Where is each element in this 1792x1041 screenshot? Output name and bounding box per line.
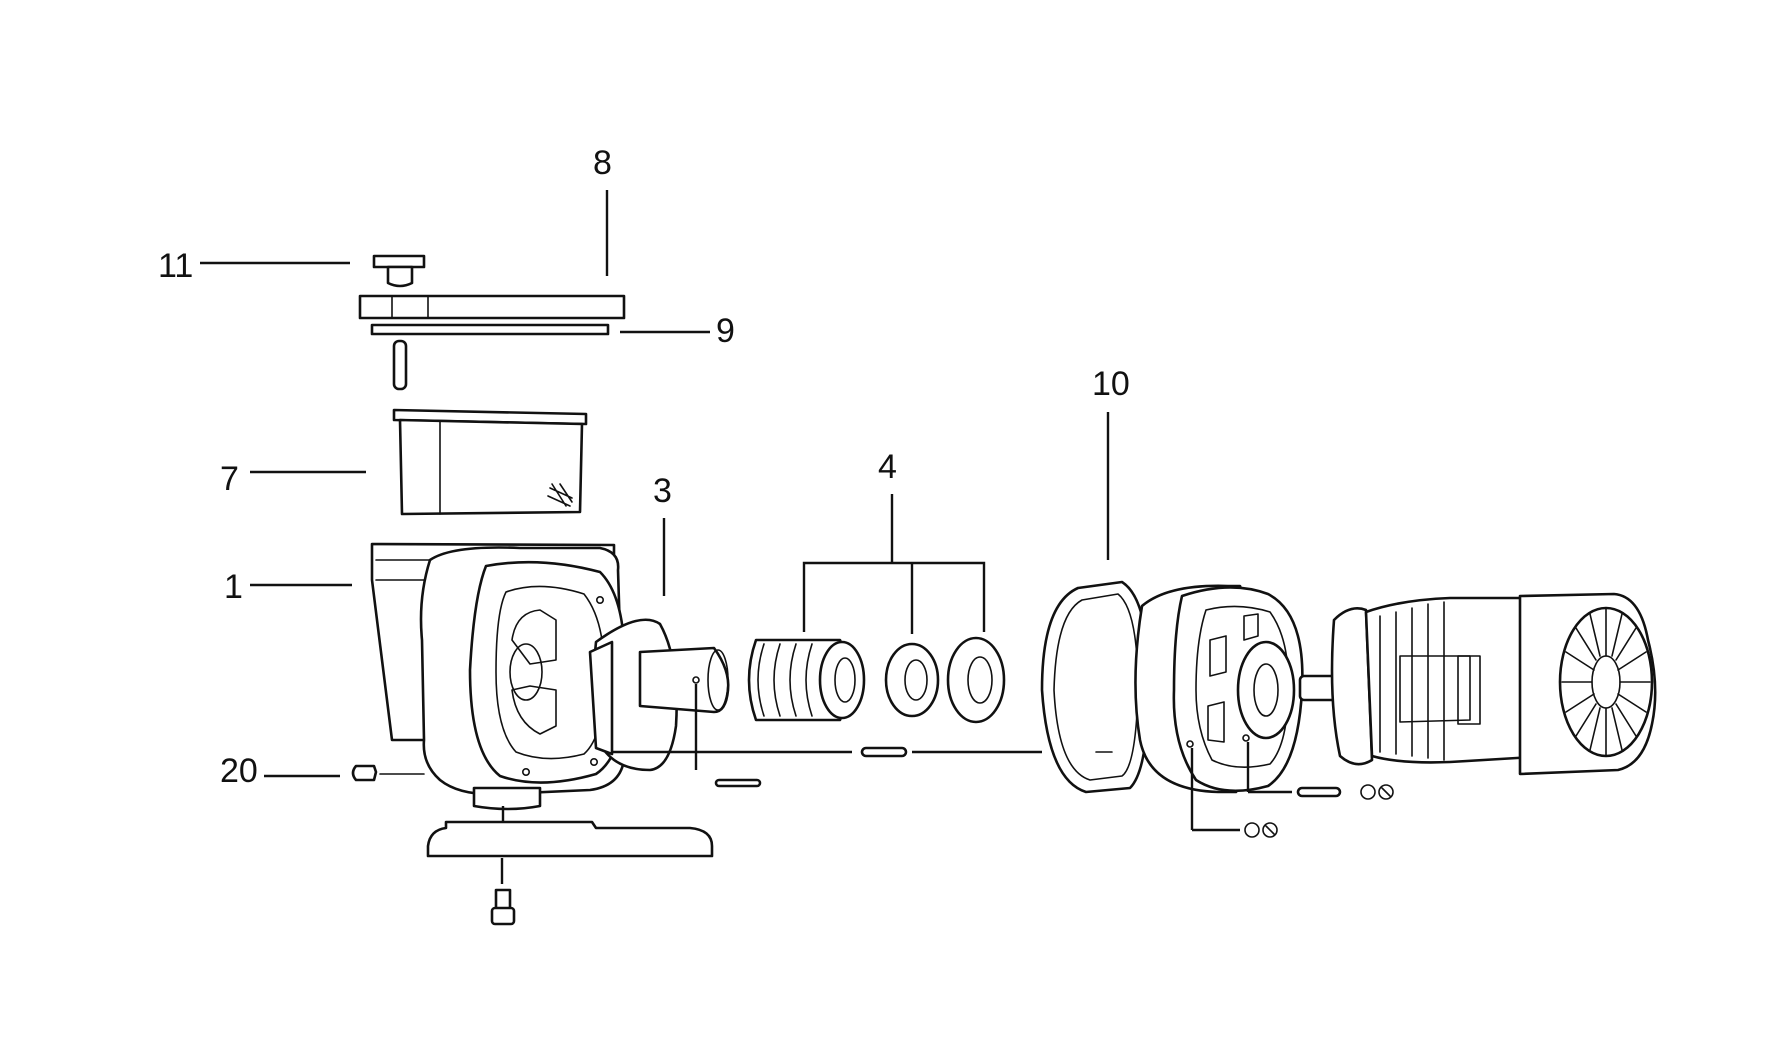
callout-8: 8 bbox=[593, 144, 612, 182]
part-4-seal-spring bbox=[747, 638, 866, 722]
part-7-strainer-basket bbox=[392, 408, 588, 516]
callout-10: 10 bbox=[1092, 365, 1130, 403]
part-3-impeller bbox=[588, 618, 762, 788]
callout-20: 20 bbox=[220, 752, 258, 790]
callout-3: 3 bbox=[653, 472, 672, 510]
part-10-flange-gasket bbox=[1040, 580, 1150, 794]
base-bolt bbox=[490, 888, 516, 926]
callout-11: 11 bbox=[158, 247, 193, 285]
part-8-lid bbox=[358, 294, 626, 320]
shaft-key bbox=[860, 746, 908, 758]
callout-1: 1 bbox=[224, 568, 243, 606]
electric-motor bbox=[1298, 592, 1657, 776]
base-plate bbox=[426, 820, 714, 884]
leader-lines bbox=[200, 190, 1110, 778]
callout-9: 9 bbox=[716, 312, 735, 350]
nut-washer-set-upper bbox=[1360, 784, 1394, 800]
part-9-gasket bbox=[370, 323, 610, 336]
callout-7: 7 bbox=[220, 460, 239, 498]
lid-pin bbox=[392, 339, 408, 391]
motor-adapter-bracket bbox=[1134, 584, 1342, 832]
callout-4: 4 bbox=[878, 448, 897, 486]
part-4-seal-ring-a bbox=[884, 642, 940, 718]
nut-washer-set-lower bbox=[1244, 822, 1278, 838]
part-20-plug bbox=[351, 764, 425, 782]
part-11-knob bbox=[372, 254, 426, 288]
part-1-pump-housing bbox=[370, 542, 626, 826]
part-4-seal-ring-b bbox=[946, 636, 1006, 724]
